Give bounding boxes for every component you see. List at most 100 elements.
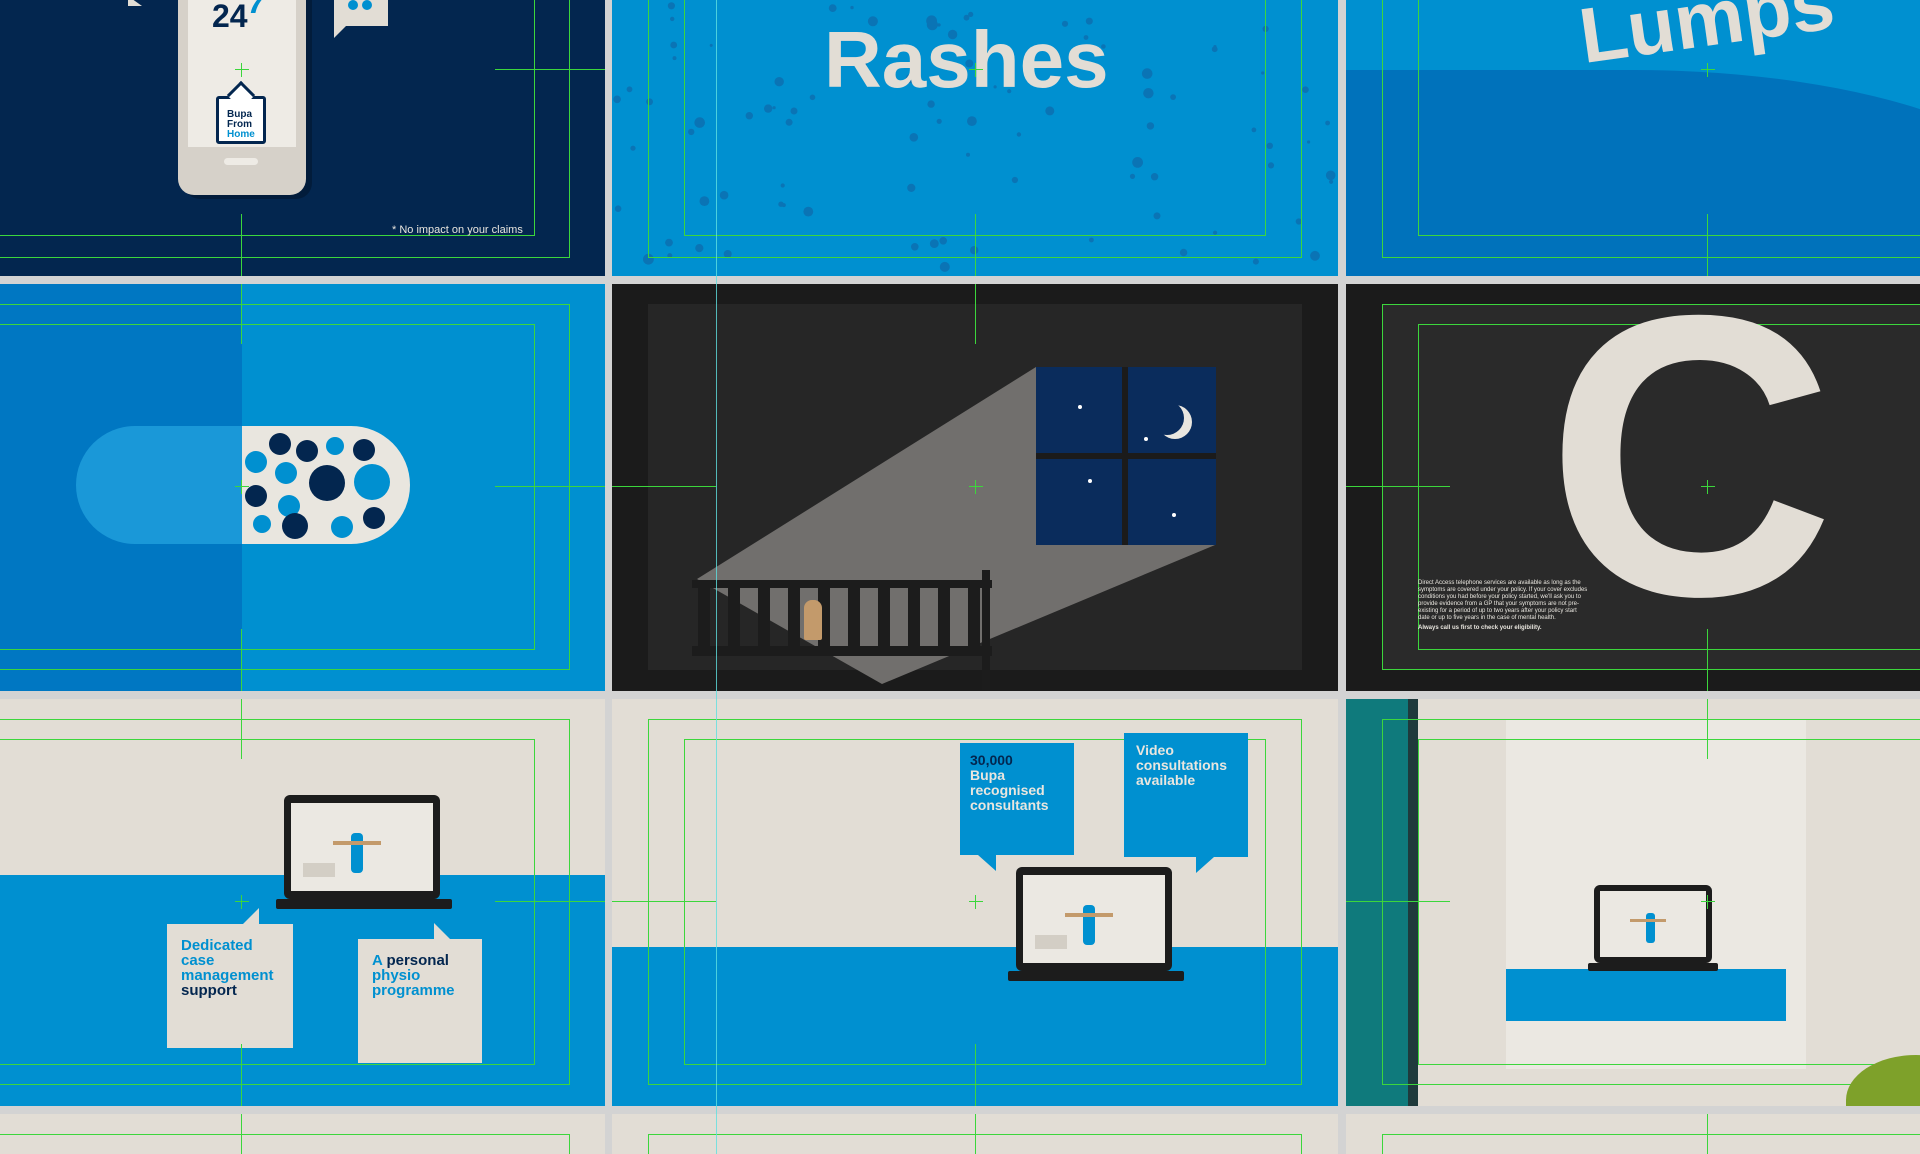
- frame-row4-3[interactable]: [1346, 1114, 1920, 1154]
- bubble-video-consultations: Video consultations available: [1124, 733, 1248, 873]
- speckle-dot: [665, 238, 673, 247]
- center-guide-v: [975, 1114, 976, 1154]
- speckle-dot: [909, 133, 919, 142]
- speckle-dot: [695, 244, 704, 253]
- speckle-dot: [1325, 170, 1336, 181]
- star-icon: [1172, 513, 1176, 517]
- speckle-dot: [929, 239, 939, 249]
- arrow-icon: [128, 0, 142, 6]
- star-icon: [1078, 405, 1082, 409]
- bubble2-a: A: [372, 952, 383, 969]
- frame-capsule[interactable]: [0, 284, 605, 691]
- speckle-dot: [907, 183, 916, 192]
- crib-rail-bottom: [692, 646, 992, 656]
- disclaimer-bold: Always call us first to check your eligi…: [1418, 625, 1542, 631]
- speckle-dot: [667, 2, 675, 10]
- floor-band: [612, 947, 1338, 1106]
- speckle-dot: [858, 59, 867, 69]
- speckle-dot: [1252, 258, 1259, 265]
- speckle-texture: [613, 2, 1336, 272]
- speckle-dot: [1132, 157, 1143, 168]
- center-guide-h: [495, 486, 605, 487]
- speckle-dot: [694, 117, 705, 128]
- frame-row4-1[interactable]: [0, 1114, 605, 1154]
- disclaimer-text: Direct Access telephone services are ava…: [1418, 580, 1588, 621]
- logo-line2: From: [227, 119, 252, 130]
- speckle-dot: [780, 183, 785, 188]
- speckle-dot: [966, 152, 970, 157]
- phone-small-number: 7: [248, 0, 266, 20]
- speckle-dot: [670, 41, 678, 49]
- frame-room[interactable]: [1346, 699, 1920, 1106]
- speckle-dot: [709, 43, 713, 47]
- safe-area-outer: [0, 1134, 570, 1154]
- speckle-dot: [911, 243, 919, 251]
- speckle-dot: [1302, 86, 1309, 93]
- frame-consultants[interactable]: 30,000 Bupa recognised consultants Video…: [612, 699, 1338, 1106]
- door-shadow: [1408, 699, 1418, 1106]
- speckle-dot: [937, 23, 941, 27]
- bubble1-line3: management: [181, 967, 274, 984]
- frame-rashes[interactable]: Rashes: [612, 0, 1338, 276]
- laptop-screen: [1600, 891, 1706, 957]
- frame-nursery[interactable]: [612, 284, 1338, 691]
- big-letter-c: C: [1546, 284, 1835, 679]
- door-edge: [1346, 699, 1416, 1106]
- speckle-dot: [1083, 35, 1089, 40]
- crib-post: [982, 570, 990, 690]
- bubble-case-management: Dedicated case management support: [167, 908, 293, 1048]
- frame-app-24-7[interactable]: 24 7 Bupa From Home * No impact on your …: [0, 0, 605, 276]
- speckle-dot: [1011, 176, 1018, 184]
- capsule-left-half: [76, 426, 244, 544]
- bubble2-line2: physio: [372, 967, 421, 984]
- star-icon: [1088, 479, 1092, 483]
- logo-roof-icon: [226, 80, 256, 110]
- speckle-dot: [1146, 122, 1155, 130]
- speckle-dot: [630, 145, 636, 151]
- bubble-consultants-count: 30,000 Bupa recognised consultants: [960, 743, 1074, 871]
- speckle-dot: [646, 98, 653, 106]
- speckle-dot: [1061, 20, 1069, 27]
- speckle-dot: [614, 205, 622, 212]
- speckle-dot: [1307, 140, 1311, 144]
- speckle-dot: [745, 112, 753, 120]
- quote-bubble-icon: [334, 0, 388, 38]
- bubble2-personal: personal: [386, 952, 449, 969]
- center-guide-v: [241, 1114, 242, 1154]
- speckle-dot: [1170, 94, 1176, 100]
- speckle-dot: [1211, 46, 1218, 53]
- speckle-dot: [1325, 120, 1330, 126]
- cyan-guide-line: [716, 0, 717, 1154]
- speckle-dot: [719, 190, 729, 200]
- speckle-dot: [1261, 71, 1265, 75]
- speckle-dot: [965, 59, 974, 68]
- logo-line3: Home: [227, 129, 255, 140]
- frame-lumps[interactable]: Lumps: [1346, 0, 1920, 276]
- capsule-dots: [245, 433, 390, 539]
- bubble2-line3: programme: [372, 982, 455, 999]
- bubble1-line4: consultants: [970, 797, 1049, 813]
- footnote: * No impact on your claims: [392, 224, 523, 236]
- safe-area-outer: [1382, 1134, 1920, 1154]
- speckle-dot: [643, 253, 654, 265]
- bubble1-line2: Bupa: [970, 767, 1005, 783]
- speckle-dot: [963, 14, 970, 21]
- speckle-dot: [778, 201, 784, 207]
- speckle-dot: [699, 196, 710, 207]
- bupa-from-home-logo: Bupa From Home: [216, 80, 266, 144]
- lumps-wave: [1346, 70, 1920, 276]
- speckle-dot: [939, 237, 947, 245]
- speckle-dot: [723, 250, 732, 258]
- bubble2-line3: available: [1136, 772, 1196, 788]
- speckle-dot: [867, 16, 878, 27]
- frame-letter-c[interactable]: C Direct Access telephone services are a…: [1346, 284, 1920, 691]
- frame-physio[interactable]: Dedicated case management support A pers…: [0, 699, 605, 1106]
- speckle-dot: [613, 95, 621, 104]
- speckle-dot: [828, 4, 837, 12]
- yoga-figure-icon: [1083, 905, 1095, 945]
- phone-home-button: [224, 158, 258, 165]
- frame-row4-2[interactable]: [612, 1114, 1338, 1154]
- window: [1036, 367, 1216, 545]
- bubble2-line2: consultations: [1136, 757, 1228, 773]
